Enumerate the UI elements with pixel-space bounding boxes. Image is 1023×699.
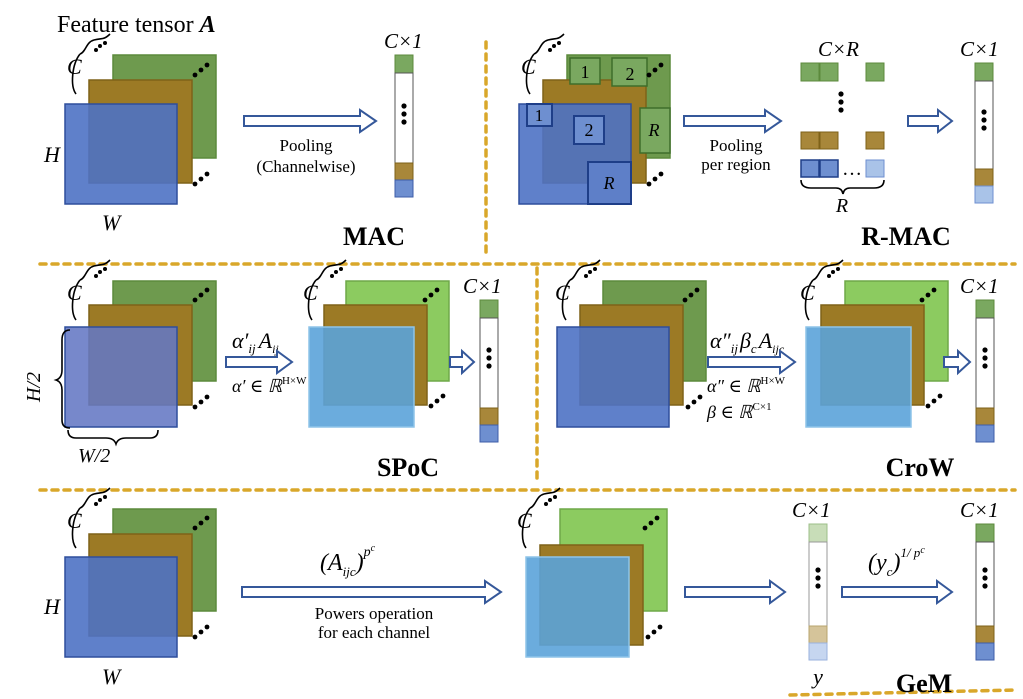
gem-h-label: H bbox=[43, 594, 61, 619]
rmac-c-label: C bbox=[521, 54, 536, 79]
gem-root-arrow bbox=[841, 579, 954, 605]
rmac-region-1-blue bbox=[526, 103, 553, 127]
gem-vector-dim: C×1 bbox=[960, 498, 999, 522]
mac-pooling-arrow bbox=[243, 108, 378, 134]
gem-op-label: Powers operation bbox=[315, 604, 434, 623]
spoc-title: SPoC bbox=[377, 453, 439, 482]
spoc-c-label: C bbox=[67, 280, 82, 305]
mac-pooling-label: Pooling bbox=[280, 136, 333, 155]
spoc-pool-arrow bbox=[449, 348, 476, 376]
crow-weighted-blue bbox=[805, 326, 912, 428]
rmac-title: R-MAC bbox=[861, 222, 951, 251]
gem-dots-bottom bbox=[192, 624, 210, 640]
crow-weighted-dots-bottom bbox=[925, 393, 943, 409]
gem-power-arrow bbox=[241, 579, 503, 605]
crow-title: CroW bbox=[886, 453, 955, 482]
mac-vector-dim: C×1 bbox=[384, 29, 423, 53]
rmac-region-R-blue-label: R bbox=[603, 173, 615, 193]
rmac-panel: 1 2 R 1 2 R C Pooling per region C×R … R bbox=[518, 33, 999, 251]
crow-c-label: C bbox=[555, 280, 570, 305]
mac-panel: C H W Pooling (Channelwise) C×1 MAC bbox=[43, 29, 423, 251]
gem-panel: C H W (Aijc)pc Powers operation for each… bbox=[43, 487, 999, 698]
rmac-region-matrix bbox=[800, 62, 885, 178]
gem-y-vector-dim: C×1 bbox=[792, 498, 831, 522]
spoc-weighted-c-label: C bbox=[303, 280, 318, 305]
mac-output-vector bbox=[394, 54, 414, 198]
rmac-region-1-blue-label: 1 bbox=[535, 106, 544, 125]
gem-tensor-blue bbox=[64, 556, 178, 658]
gem-output-vector bbox=[975, 523, 995, 661]
rmac-dots-bottom bbox=[646, 171, 664, 187]
spoc-weight-arrow bbox=[225, 349, 294, 375]
gem-root-formula: (yc)1/ pc bbox=[868, 545, 925, 579]
mac-pooling-sublabel: (Channelwise) bbox=[256, 157, 355, 176]
rmac-pooling-label: Pooling bbox=[710, 136, 763, 155]
crow-dots-bottom bbox=[685, 394, 703, 410]
crow-tensor-blue bbox=[556, 326, 670, 428]
crow-beta-constraint: β ∈ ℝC×1 bbox=[706, 401, 772, 422]
rmac-matrix-dim: C×R bbox=[818, 37, 859, 61]
spoc-weighted-dots-bottom bbox=[428, 393, 446, 409]
mac-c-label: C bbox=[67, 54, 82, 79]
mac-tensor-blue bbox=[64, 103, 178, 205]
spoc-output-vector bbox=[479, 299, 499, 443]
rmac-region-1-green bbox=[569, 57, 601, 85]
rmac-region-1-green-label: 1 bbox=[581, 62, 590, 82]
spoc-w-brace bbox=[67, 429, 159, 447]
gem-title: GeM bbox=[896, 669, 952, 698]
gem-powered-blue bbox=[525, 556, 630, 658]
spoc-h-half-label: H/2 bbox=[23, 372, 45, 403]
spoc-weighted-blue bbox=[308, 326, 415, 428]
rmac-output-vector bbox=[974, 62, 994, 204]
spoc-dots-bottom bbox=[192, 394, 210, 410]
rmac-vector-dim: C×1 bbox=[960, 37, 999, 61]
spoc-h-brace bbox=[53, 329, 71, 429]
spoc-w-half-label: W/2 bbox=[78, 445, 110, 467]
gem-c-label: C bbox=[67, 508, 82, 533]
rmac-pooling-sublabel: per region bbox=[701, 155, 771, 174]
crow-panel: C α″ijβcAijc α″ ∈ ℝH×W β ∈ ℝC×1 C C×1 Cr… bbox=[555, 259, 999, 482]
rmac-region-R-green-label: R bbox=[648, 120, 660, 140]
gem-power-formula: (Aijc)pc bbox=[320, 543, 376, 579]
feature-tensor-heading: Feature tensor A bbox=[57, 12, 216, 38]
gem-y-label: y bbox=[811, 664, 823, 689]
rmac-brace-label: R bbox=[835, 195, 848, 217]
rmac-region-R-blue bbox=[587, 161, 632, 205]
rmac-pooling-arrow bbox=[683, 108, 783, 134]
gem-op-sublabel: for each channel bbox=[318, 623, 431, 642]
spoc-constraint: α′ ∈ ℝH×W bbox=[232, 375, 307, 396]
mac-title: MAC bbox=[343, 222, 405, 251]
mac-dots-bottom bbox=[192, 171, 210, 187]
gem-powered-dots-bottom bbox=[645, 624, 663, 640]
rmac-region-2-blue bbox=[573, 115, 605, 145]
crow-vector-dim: C×1 bbox=[960, 274, 999, 298]
rmac-matrix-ellipsis: … bbox=[842, 158, 862, 180]
crow-weight-formula: α″ijβcAijc bbox=[710, 328, 785, 356]
crow-weighted-c-label: C bbox=[800, 280, 815, 305]
rmac-aggregate-arrow bbox=[907, 107, 954, 135]
rmac-region-2-green bbox=[611, 57, 648, 87]
gem-pool-arrow bbox=[684, 579, 787, 605]
spoc-vector-dim: C×1 bbox=[463, 274, 502, 298]
separator-bottom-right bbox=[788, 688, 1017, 697]
mac-h-label: H bbox=[43, 142, 61, 167]
spoc-tensor-blue bbox=[64, 326, 178, 428]
gem-w-label: W bbox=[102, 664, 122, 689]
crow-output-vector bbox=[975, 299, 995, 443]
rmac-region-2-blue-label: 2 bbox=[585, 120, 594, 140]
rmac-region-2-green-label: 2 bbox=[626, 64, 635, 84]
crow-pool-arrow bbox=[943, 348, 972, 376]
rmac-region-R-green bbox=[639, 107, 671, 154]
rmac-region-brace bbox=[800, 179, 885, 195]
crow-weight-arrow bbox=[707, 349, 797, 375]
gem-y-vector bbox=[808, 523, 828, 661]
crow-alpha-constraint: α″ ∈ ℝH×W bbox=[707, 375, 786, 396]
gem-powered-c-label: C bbox=[517, 508, 532, 533]
mac-w-label: W bbox=[102, 210, 122, 235]
